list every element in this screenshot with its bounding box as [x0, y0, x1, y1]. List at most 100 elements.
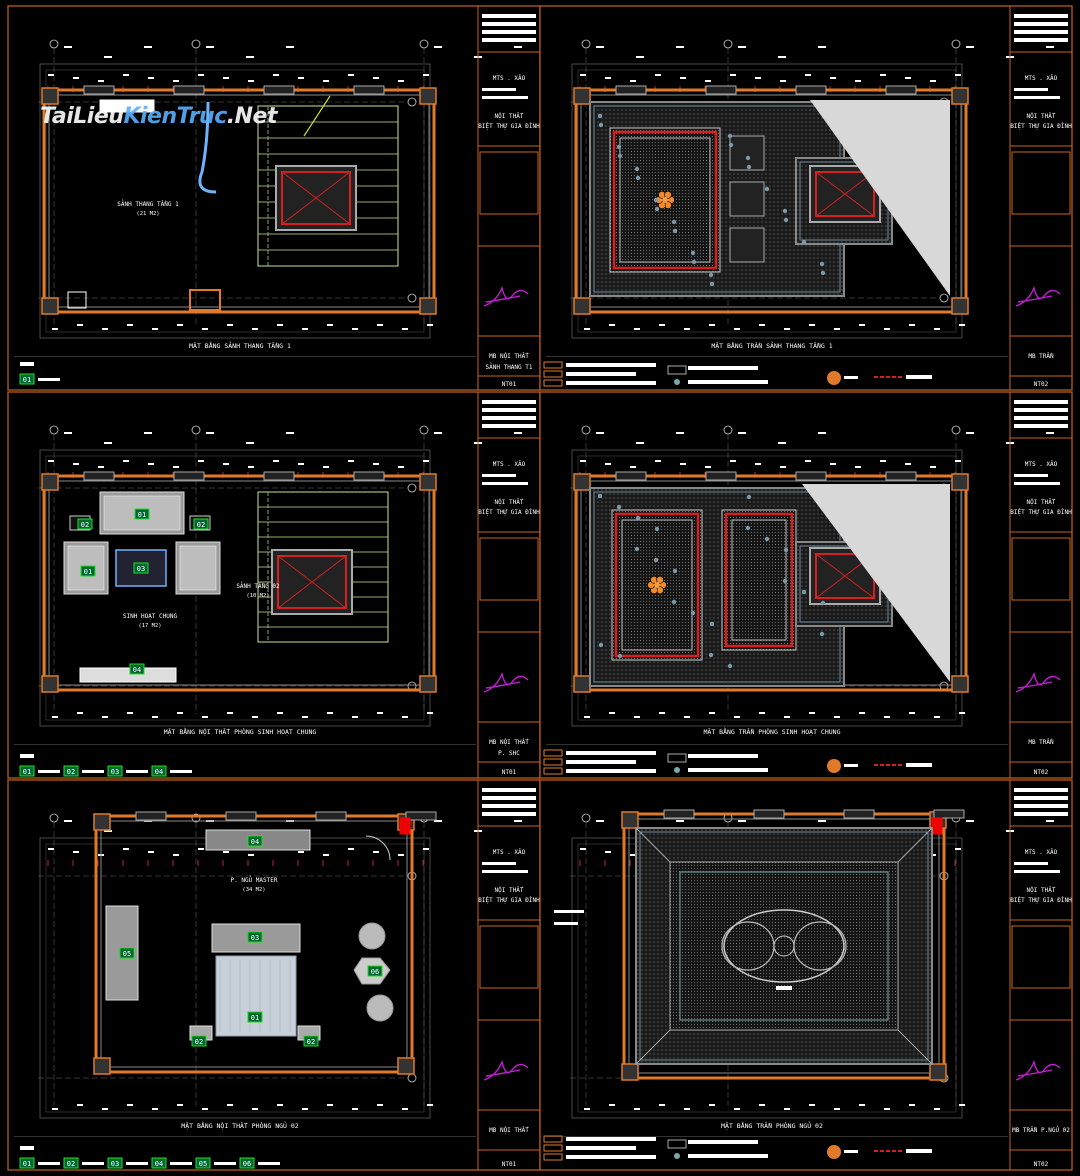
title-block-bar: [1014, 30, 1068, 34]
downlight-icon: [746, 164, 752, 170]
title-block-bar: [482, 870, 528, 873]
legend-tag-label: 05: [199, 1160, 207, 1168]
dim-text-bar: [152, 328, 158, 330]
window: [173, 85, 205, 95]
furniture-tag-label: 06: [371, 968, 379, 976]
dim-text-bar: [805, 74, 811, 76]
downlight-icon: [674, 1153, 680, 1159]
dim-text-bar: [177, 712, 183, 714]
legend-swatch: [543, 370, 563, 378]
downlight-icon: [617, 153, 623, 159]
dim-text-bar: [830, 77, 836, 79]
downlight-icon: [598, 642, 604, 648]
dim-text-bar: [52, 328, 58, 330]
dim-text-bar: [298, 851, 304, 853]
dim-text-bar: [684, 716, 690, 718]
title-block-bar: [1014, 796, 1068, 800]
wall-inner: [100, 820, 408, 1068]
column: [41, 297, 59, 315]
legend-divider: [14, 744, 476, 745]
tb-project-1: NỘI THẤT: [495, 887, 524, 894]
downlight-icon: [653, 557, 659, 563]
ceiling-slope: [897, 1029, 933, 1065]
room-area: (17 M2): [138, 623, 161, 629]
window: [933, 809, 965, 819]
ceiling-tray-inner: [679, 871, 889, 1021]
furniture-tag: 01: [80, 565, 96, 577]
dim-text-bar: [123, 74, 129, 76]
legend-tag: [63, 1157, 79, 1169]
dim-text-bar: [1046, 820, 1054, 822]
furniture-tag-label: 04: [251, 838, 259, 846]
title-block-bar: [1014, 38, 1068, 42]
legend-tag-label: 02: [67, 1160, 75, 1168]
dim-text-bar: [286, 432, 294, 434]
dim-text-bar: [630, 466, 636, 468]
dim-text-bar: [959, 324, 965, 326]
tb-company: MTS . XÂO: [1025, 849, 1058, 856]
downlight-icon: [617, 653, 623, 659]
dim-text-bar: [734, 328, 740, 330]
dim-text-bar: [596, 432, 604, 434]
furniture-tag-label: 02: [197, 521, 205, 529]
note-text-bar: [776, 986, 792, 990]
dim-text-bar: [298, 463, 304, 465]
dim-text-bar: [377, 324, 383, 326]
downlight-icon: [820, 270, 826, 276]
downlight-icon: [690, 250, 696, 256]
tb-project-2: BIỆT THỰ GIA ĐÌNH: [478, 508, 540, 516]
dim-text-bar: [327, 324, 333, 326]
legend-text-bar: [566, 1137, 656, 1141]
dim-text-bar: [966, 46, 974, 48]
elevator-shaft: [815, 171, 875, 217]
tb-drawing-name: MB NỘI THẤT: [489, 1127, 529, 1134]
column: [41, 675, 59, 693]
title-block-bar: [1014, 804, 1068, 808]
dim-text-bar: [676, 432, 684, 434]
legend-tag: [107, 765, 123, 777]
dim-text-bar: [434, 432, 442, 434]
dim-text-bar: [709, 712, 715, 714]
chandelier-center: [662, 197, 668, 203]
dim-text-bar: [909, 1104, 915, 1106]
dim-text-bar: [64, 432, 72, 434]
dim-text-bar: [880, 460, 886, 462]
signature-icon: [483, 285, 529, 307]
furniture-tag: [191, 1035, 207, 1047]
dim-text-bar: [352, 716, 358, 718]
downlight-icon: [691, 259, 697, 265]
dim-text-bar: [434, 46, 442, 48]
legend-tag: [195, 1157, 211, 1169]
downlight-icon: [727, 133, 733, 139]
dim-text-bar: [934, 328, 940, 330]
dim-text-bar: [655, 74, 661, 76]
title-block-frame: [1009, 779, 1073, 1171]
downlight-icon: [764, 536, 770, 542]
title-block-bar: [1014, 400, 1068, 404]
dim-text-bar: [302, 1108, 308, 1110]
legend-text-bar: [844, 764, 858, 767]
dim-text-bar: [273, 74, 279, 76]
legend-divider: [546, 1136, 1008, 1137]
ceiling-trim: [639, 831, 929, 1061]
dim-text-bar: [52, 716, 58, 718]
column: [573, 87, 591, 105]
dim-text-bar: [630, 854, 636, 856]
window: [353, 471, 385, 481]
downlight-icon: [597, 113, 603, 119]
title-block-bar: [1014, 474, 1048, 477]
column: [951, 675, 969, 693]
furniture-tag: 02: [303, 1035, 319, 1047]
bed: [215, 955, 297, 1037]
legend-text-bar: [906, 763, 932, 767]
dim-text-bar: [755, 77, 761, 79]
window: [885, 471, 917, 481]
legend-text-bar: [82, 1162, 104, 1165]
dim-text-bar: [659, 1104, 665, 1106]
legend-divider: [14, 1136, 476, 1137]
dim-text-bar: [584, 328, 590, 330]
dim-text-bar: [966, 820, 974, 822]
dim-text-bar: [327, 1104, 333, 1106]
legend-text-bar: [566, 363, 656, 367]
